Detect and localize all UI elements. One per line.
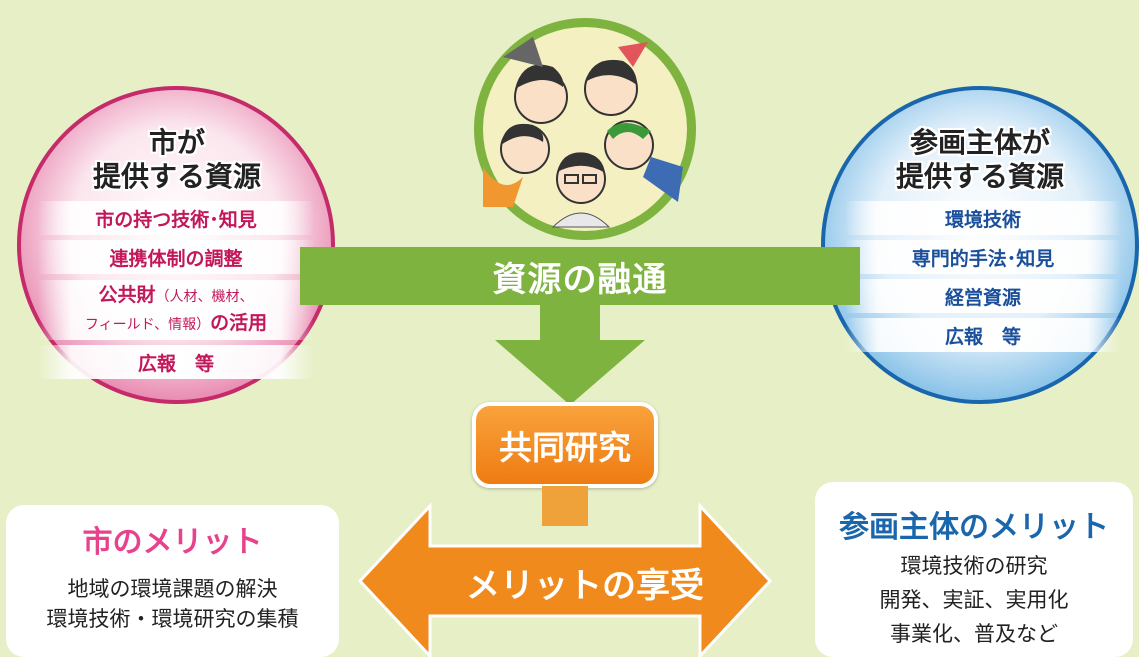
city-merit-card (6, 505, 339, 657)
city-item-tech: 市の持つ技術･知見 (38, 201, 314, 235)
participant-item-pr: 広報 等 (845, 318, 1121, 352)
city-resources-title: 市が 提供する資源 (57, 126, 297, 194)
benefit-arrow (357, 486, 773, 657)
participant-item-env-tech: 環境技術 (845, 201, 1121, 235)
participant-item-management: 経営資源 (845, 279, 1121, 313)
participant-merit-line: 開発、実証、実用化 (879, 588, 1069, 612)
participant-title-line2: 提供する資源 (895, 160, 1064, 193)
city-item-pr: 広報 等 (38, 345, 314, 379)
participant-merit-line: 環境技術の研究 (900, 554, 1048, 578)
participant-merit-card (815, 482, 1133, 657)
city-title-line2: 提供する資源 (92, 160, 261, 193)
participant-resources-title: 参画主体が 提供する資源 (860, 126, 1100, 194)
benefit-label: メリットの享受 (466, 565, 704, 606)
participant-title-line1: 参画主体が (909, 126, 1050, 159)
participant-item-expertise: 専門的手法･知見 (845, 240, 1121, 274)
city-item-coordination: 連携体制の調整 (38, 240, 314, 274)
person-icon (584, 42, 648, 116)
joint-research-label: 共同研究 (499, 428, 631, 467)
resource-sharing-label: 資源の融通 (492, 259, 668, 300)
person-icon (551, 152, 611, 228)
participant-merit-line: 事業化、普及など (890, 622, 1058, 646)
city-merit-line: 地域の環境課題の解決 (67, 577, 278, 601)
down-arrow (495, 300, 645, 405)
people-illustration (483, 37, 683, 228)
person-icon (604, 120, 683, 202)
city-merit-line: 環境技術・環境研究の集積 (46, 607, 299, 631)
person-icon (503, 37, 568, 124)
resource-sharing-band (300, 247, 860, 305)
city-item-public-goods: 公共財（人材、機材、 フィールド、情報）の活用 (38, 280, 314, 340)
city-title-line1: 市が (148, 126, 205, 159)
person-icon (483, 123, 550, 207)
participant-merit-title: 参画主体のメリット (839, 510, 1109, 545)
city-merit-title: 市のメリット (82, 525, 263, 560)
